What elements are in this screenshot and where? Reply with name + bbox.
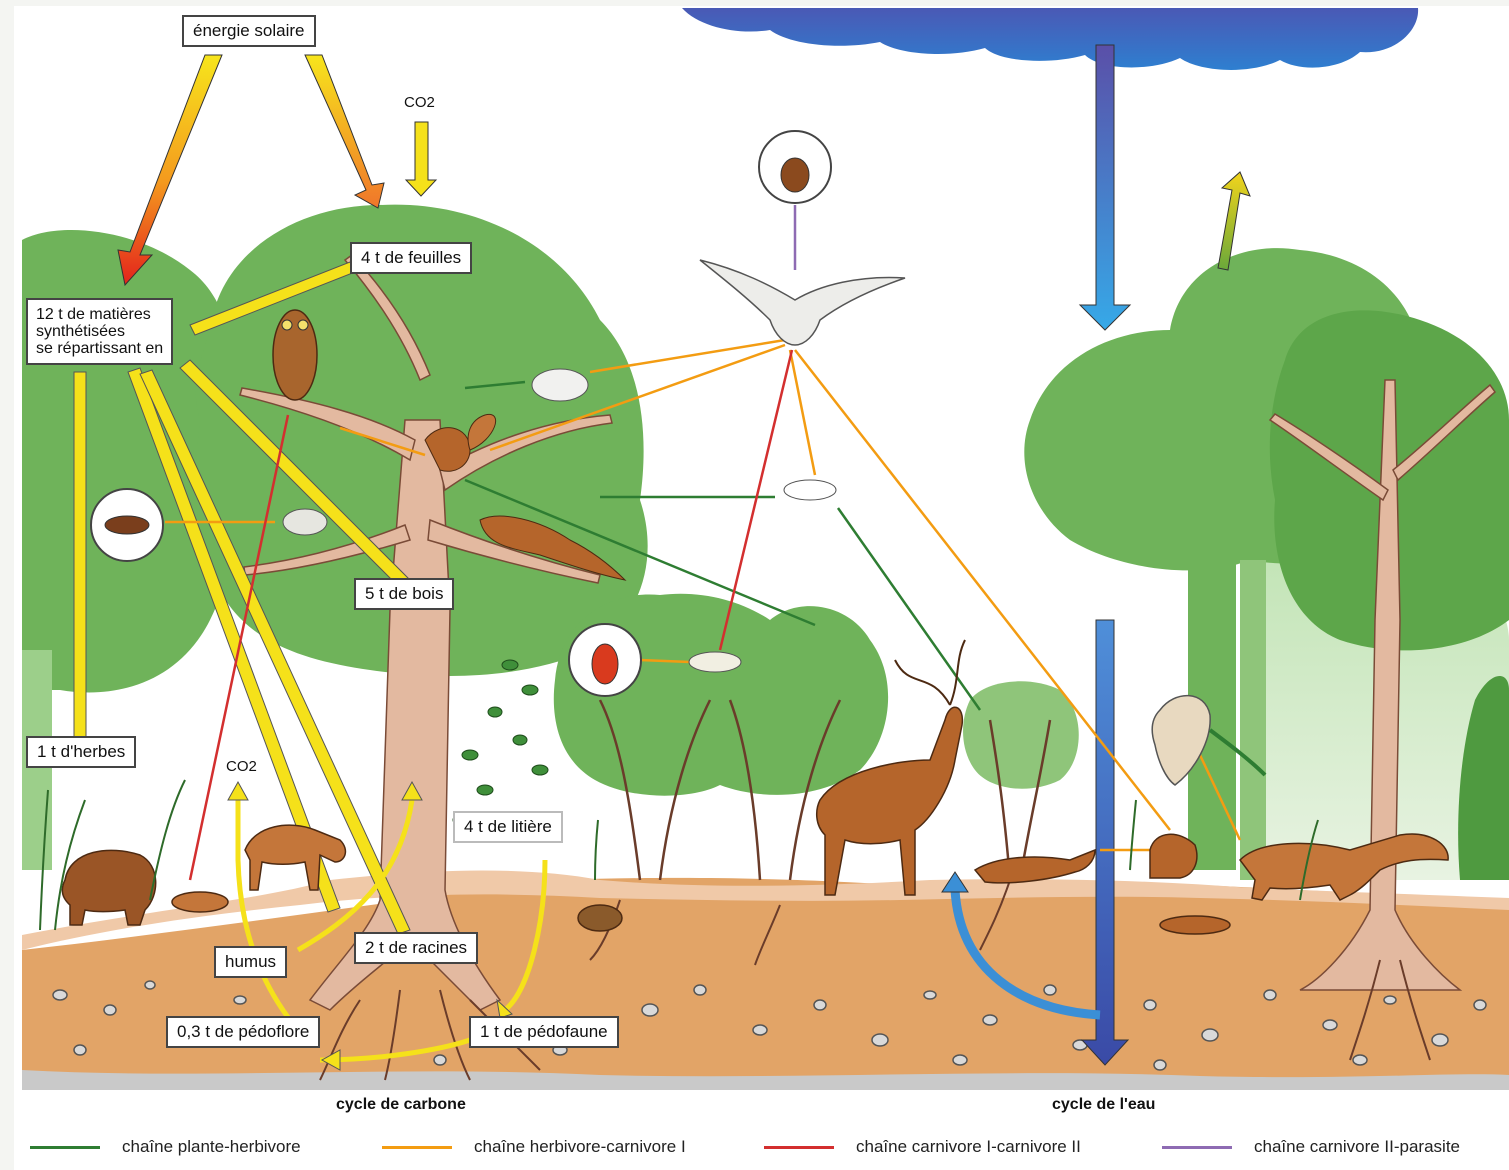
- legend-swatch: [764, 1146, 834, 1149]
- solar-energy-label: énergie solaire: [182, 15, 316, 47]
- roots-label: 2 t de racines: [354, 932, 478, 964]
- soil: [22, 871, 1509, 1090]
- litter-label: 4 t de litière: [453, 811, 563, 843]
- legend-label: chaîne herbivore-carnivore I: [474, 1137, 686, 1157]
- pedofaune-label: 1 t de pédofaune: [469, 1016, 619, 1048]
- water-cycle-caption: cycle de l'eau: [1052, 1096, 1155, 1114]
- owl-icon: [273, 310, 317, 400]
- co2-top-label: CO2: [404, 94, 435, 111]
- pedoflore-label: 0,3 t de pédoflore: [166, 1016, 320, 1048]
- leaves-label: 4 t de feuilles: [350, 242, 472, 274]
- legend-swatch: [1162, 1146, 1232, 1149]
- carbon-cycle-caption: cycle de carbone: [336, 1096, 466, 1114]
- legend-swatch: [30, 1146, 100, 1149]
- grass-label: 1 t d'herbes: [26, 736, 136, 768]
- rabbit-icon: [1150, 834, 1197, 878]
- humus-label: humus: [214, 946, 287, 978]
- wood-label: 5 t de bois: [354, 578, 454, 610]
- legend-label: chaîne carnivore I-carnivore II: [856, 1137, 1081, 1157]
- legend-label: chaîne carnivore II-parasite: [1254, 1137, 1460, 1157]
- legend-swatch: [382, 1146, 452, 1149]
- synthesized-matter-label: 12 t de matières synthétisées se réparti…: [26, 298, 173, 365]
- legend-label: chaîne plante-herbivore: [122, 1137, 301, 1157]
- tick-icon: [759, 131, 831, 203]
- co2-low-label: CO2: [226, 758, 257, 775]
